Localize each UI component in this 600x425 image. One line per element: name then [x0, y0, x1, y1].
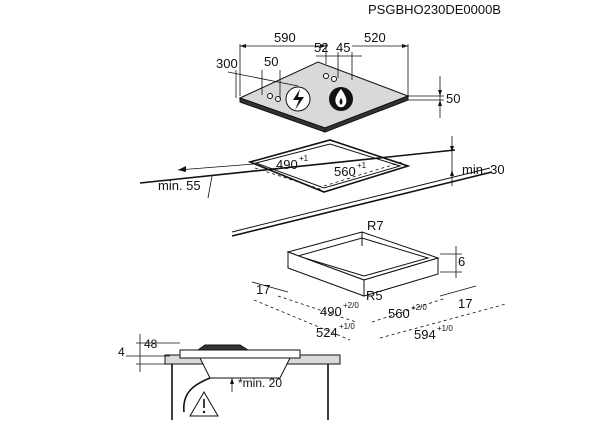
cutout-depth: 490	[276, 157, 298, 172]
frame-inner-width-tol: +2/0	[411, 303, 427, 312]
dim-50-top: 50	[264, 54, 278, 69]
frame-inner-width: 560	[388, 306, 410, 321]
cutout-width: 560	[334, 164, 356, 179]
cutout-min-55: min. 55	[158, 178, 201, 193]
cutout-depth-tol: +1	[299, 154, 309, 163]
section-height-4: 4	[118, 345, 125, 359]
cutout-min-30: min. 30	[462, 162, 505, 177]
hob-dimensions: 590 52 45 520 300 50 50	[216, 30, 460, 118]
lightning-icon	[285, 86, 311, 112]
control-knob-4	[331, 76, 337, 82]
frame-side	[363, 257, 439, 297]
section-height-48: 48	[144, 337, 158, 351]
frame-right-17: 17	[458, 296, 472, 311]
section-hob-body	[199, 357, 291, 379]
control-knob-1	[267, 93, 273, 99]
section-gas-hose	[183, 377, 211, 413]
section-min-20: *min. 20	[238, 376, 282, 390]
section-burner	[196, 344, 250, 351]
dim-50-height: 50	[446, 91, 460, 106]
dim-520: 520	[364, 30, 386, 45]
frame-inner-depth: 490	[320, 304, 342, 319]
worktop-front-edge	[231, 171, 493, 237]
section-hob-glass	[179, 349, 301, 359]
dim-45: 45	[336, 40, 350, 55]
cutout-outline	[247, 139, 411, 193]
frame-inner-depth-tol: +2/0	[343, 301, 359, 310]
worktop-back-edge	[139, 149, 456, 184]
warning-triangle-icon	[189, 391, 219, 417]
radius-r7: R7	[367, 218, 384, 233]
frame-outer-width: 594	[414, 327, 436, 342]
dim-590: 590	[274, 30, 296, 45]
frame-outer-width-tol: +1/0	[437, 324, 453, 333]
frame-outer-depth-tol: +1/0	[339, 322, 355, 331]
radius-r5: R5	[366, 288, 383, 303]
dim-52: 52	[314, 40, 328, 55]
worktop-cutout: 490 +1 560 +1 min. 55 min. 30	[139, 136, 505, 237]
document-code: PSGBHO230DE0000B	[368, 2, 501, 17]
control-knob-2	[275, 96, 281, 102]
dim-300: 300	[216, 56, 238, 71]
hob-glass-top	[238, 61, 410, 129]
frame-height-6: 6	[458, 254, 465, 269]
control-knob-3	[323, 73, 329, 79]
frame-outer-depth: 524	[316, 325, 338, 340]
frame-left-17: 17	[256, 282, 270, 297]
cutout-width-tol: +1	[357, 161, 367, 170]
section-view: 48 4 *min. 20	[118, 334, 341, 420]
flame-icon	[329, 87, 353, 111]
frame-profile: R7 R5 6 17 17 490 +2/0 524 +1/0 560 +2/0…	[251, 218, 507, 342]
hob-perspective	[238, 61, 410, 133]
